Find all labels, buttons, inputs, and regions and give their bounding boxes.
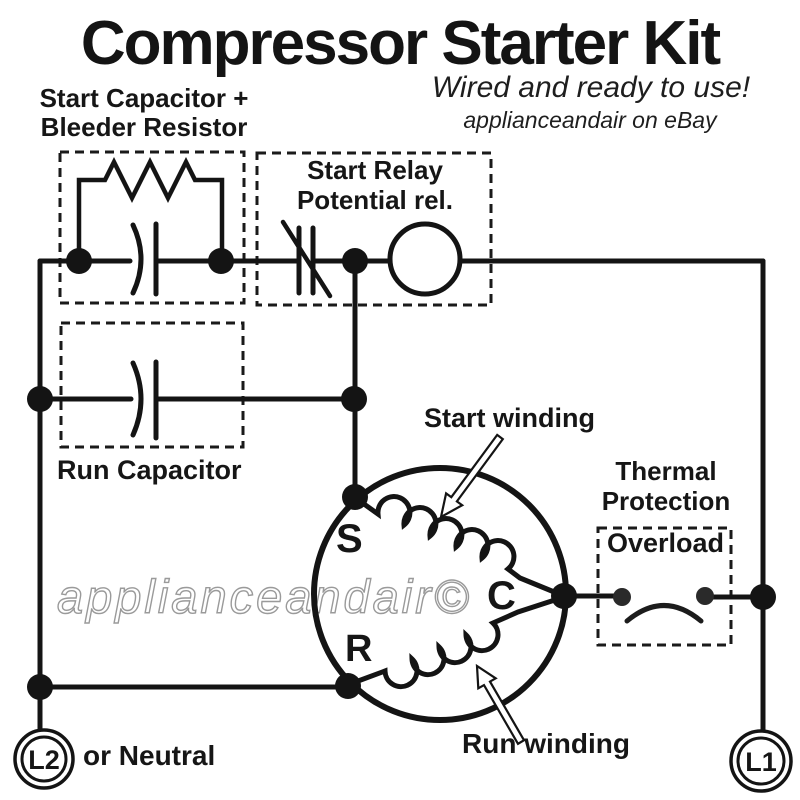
dashed-boxes [58,150,733,647]
start-winding-arrow [439,433,505,520]
l2-terminal-inner-circle [20,735,68,783]
contact-slash [280,219,333,299]
terminal-c-label: C [487,574,516,618]
terminal-r-label: R [345,628,373,670]
start-relay-label-line1: Start Relay [307,155,443,185]
line-terminals [13,728,793,793]
overload-label: Overload [606,528,725,558]
start-relay-label-line2: Potential rel. [296,185,454,215]
junction-dot [750,584,776,610]
l1-terminal-inner-circle [736,736,786,786]
tagline-text: Wired and ready to use! [431,71,751,104]
run-terminal-dot [335,673,361,699]
start-winding-label: Start winding [424,403,595,433]
start-capacitor-label-line2: Bleeder Resistor [40,112,248,142]
start-capacitor-label: Start Capacitor + Bleeder Resistor [10,84,278,142]
wires [37,258,766,734]
junction-dot [342,248,368,274]
run-winding-label: Run winding [462,728,630,759]
overload-pin-dot [696,587,714,605]
start-capacitor-label-line1: Start Capacitor + [39,83,249,113]
bleeder-resistor-symbol [76,156,225,255]
start-winding-coil [354,494,567,599]
run-capacitor-curved-plate [130,360,144,438]
start-capacitor-symbol [130,221,159,297]
start-relay-box [255,151,493,307]
junction-dot [341,386,367,412]
common-terminal-dot [551,583,577,609]
run-winding-coil [347,594,567,690]
overload-element-symbol [624,603,704,624]
watermark-text: applianceandair© [56,569,472,623]
relay-contact-symbol [280,219,333,299]
junction-dot [27,674,53,700]
start-terminal-dot [342,484,368,510]
l2-terminal-label: L2 [28,745,60,775]
start-relay-label: Start Relay Potential rel. [260,155,490,215]
start-capacitor-box [58,150,246,305]
thermal-protection-label-line2: Protection [601,486,731,516]
junction-dot [66,248,92,274]
run-capacitor-label: Run Capacitor [57,455,242,485]
run-capacitor-box [59,321,245,449]
overload-pin-dot [613,588,631,606]
junction-dot [27,386,53,412]
page-title: Compressor Starter Kit [80,9,721,78]
terminal-s-label: S [336,517,363,561]
seller-text: applianceandair on eBay [463,107,717,133]
run-capacitor-symbol [130,359,159,441]
or-neutral-label: or Neutral [83,740,216,771]
junction-dots [27,248,776,700]
thermal-protection-label: Thermal Protection [580,456,752,516]
start-capacitor-curved-plate [130,222,144,296]
junction-dot [208,248,234,274]
relay-coil-symbol [387,221,463,297]
run-winding-arrow [475,663,526,746]
pointer-arrows [439,433,526,746]
l1-terminal-label: L1 [745,747,777,777]
thermal-protection-label-line1: Thermal [615,456,717,486]
overload-box [596,526,733,647]
